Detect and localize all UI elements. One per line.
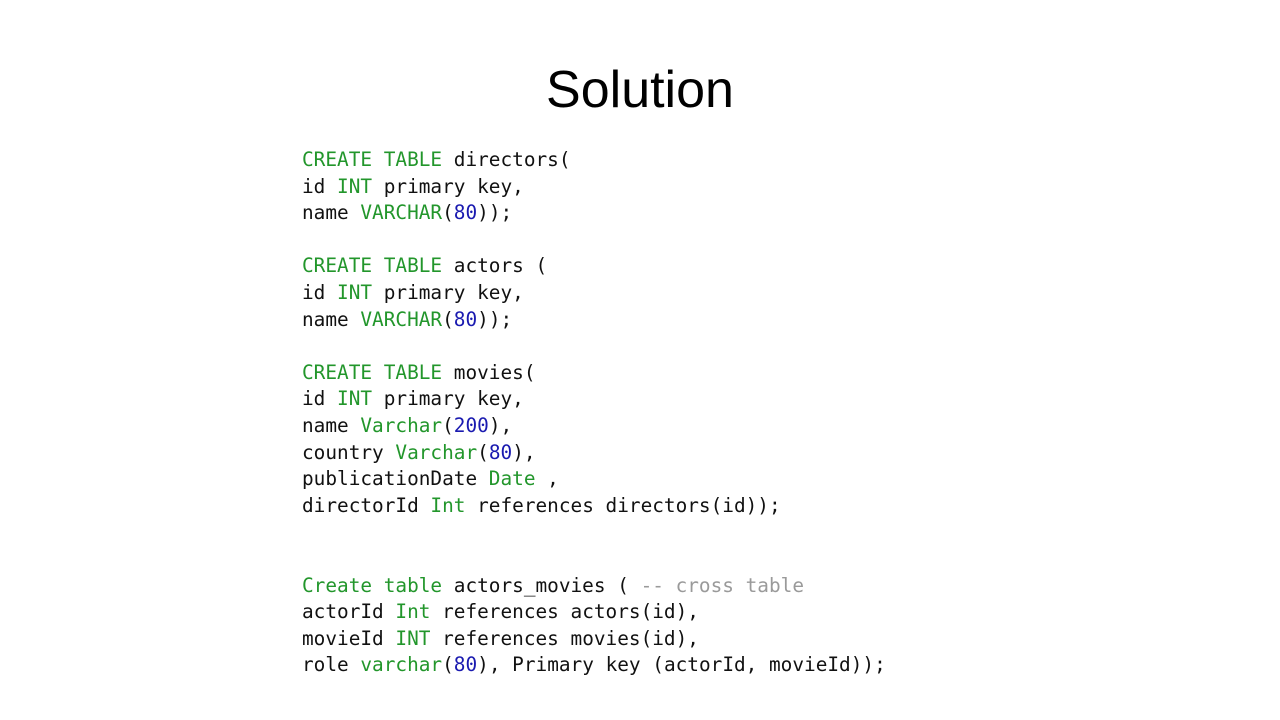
code-token-identifier: references directors(id));: [465, 493, 781, 517]
code-token-identifier: (: [442, 413, 454, 437]
code-token-keyword: Int: [395, 600, 431, 624]
code-token-number: 80: [488, 440, 513, 464]
code-token-identifier: actors (: [442, 254, 548, 278]
code-line: name VARCHAR(80));: [302, 307, 886, 334]
code-line: name Varchar(200),: [302, 413, 886, 440]
code-token-identifier: primary key,: [372, 280, 524, 304]
code-token-keyword: Date: [488, 467, 536, 491]
code-token-identifier: id: [302, 387, 338, 411]
code-token-keyword: Int: [430, 493, 466, 517]
code-token-identifier: country: [302, 440, 396, 464]
code-token-identifier: (: [477, 440, 489, 464]
code-token-number: 80: [453, 307, 478, 331]
code-token-number: 80: [453, 653, 478, 677]
code-line: role varchar(80), Primary key (actorId, …: [302, 652, 886, 679]
code-token-keyword: Varchar: [395, 440, 478, 464]
code-token-identifier: name: [302, 413, 361, 437]
code-token-identifier: references actors(id),: [430, 600, 699, 624]
code-line: id INT primary key,: [302, 386, 886, 413]
code-token-identifier: movies(: [442, 360, 536, 384]
code-token-identifier: name: [302, 307, 361, 331]
code-token-identifier: ),: [488, 413, 513, 437]
code-line: name VARCHAR(80));: [302, 200, 886, 227]
code-blank-line: [302, 333, 886, 360]
code-line: movieId INT references movies(id),: [302, 626, 886, 653]
code-token-keyword: CREATE TABLE: [302, 254, 443, 278]
code-token-identifier: movieId: [302, 626, 396, 650]
code-token-keyword: CREATE TABLE: [302, 360, 443, 384]
code-token-keyword: INT: [337, 280, 373, 304]
code-token-identifier: directorId: [302, 493, 431, 517]
code-token-keyword: Create table: [302, 573, 443, 597]
code-line: id INT primary key,: [302, 174, 886, 201]
code-token-keyword: INT: [395, 626, 431, 650]
code-token-keyword: VARCHAR: [360, 201, 443, 225]
code-token-keyword: varchar: [360, 653, 443, 677]
code-line: CREATE TABLE movies(: [302, 360, 886, 387]
code-token-identifier: (: [442, 201, 454, 225]
code-line: Create table actors_movies ( -- cross ta…: [302, 573, 886, 600]
code-token-identifier: ));: [477, 307, 513, 331]
code-line: publicationDate Date ,: [302, 466, 886, 493]
code-token-identifier: (: [442, 653, 454, 677]
code-token-identifier: (: [442, 307, 454, 331]
code-token-identifier: id: [302, 280, 338, 304]
code-token-identifier: id: [302, 174, 338, 198]
code-token-keyword: INT: [337, 174, 373, 198]
code-token-identifier: directors(: [442, 148, 571, 171]
code-token-identifier: actorId: [302, 600, 396, 624]
code-line: id INT primary key,: [302, 280, 886, 307]
code-token-identifier: ));: [477, 201, 513, 225]
code-token-keyword: CREATE TABLE: [302, 148, 443, 171]
code-line: directorId Int references directors(id))…: [302, 493, 886, 520]
code-token-keyword: VARCHAR: [360, 307, 443, 331]
sql-code-block: CREATE TABLE directors(id INT primary ke…: [302, 147, 886, 679]
slide-title: Solution: [546, 61, 734, 119]
code-token-keyword: INT: [337, 387, 373, 411]
code-token-identifier: ),: [512, 440, 536, 464]
code-blank-line: [302, 546, 886, 573]
code-blank-line: [302, 227, 886, 254]
code-token-identifier: primary key,: [372, 387, 524, 411]
code-token-identifier: ,: [535, 467, 559, 491]
code-line: CREATE TABLE directors(: [302, 147, 886, 174]
code-token-comment: -- cross table: [640, 573, 805, 597]
code-token-identifier: name: [302, 201, 361, 225]
code-line: CREATE TABLE actors (: [302, 253, 886, 280]
code-token-identifier: references movies(id),: [430, 626, 699, 650]
code-token-identifier: actors_movies (: [442, 573, 641, 597]
code-token-identifier: role: [302, 653, 361, 677]
code-line: actorId Int references actors(id),: [302, 599, 886, 626]
code-token-identifier: ), Primary key (actorId, movieId));: [477, 653, 886, 677]
code-token-number: 80: [453, 201, 478, 225]
code-token-identifier: primary key,: [372, 174, 524, 198]
code-line: country Varchar(80),: [302, 440, 886, 467]
code-blank-line: [302, 519, 886, 546]
code-token-identifier: publicationDate: [302, 467, 489, 491]
code-token-number: 200: [453, 413, 489, 437]
code-token-keyword: Varchar: [360, 413, 443, 437]
